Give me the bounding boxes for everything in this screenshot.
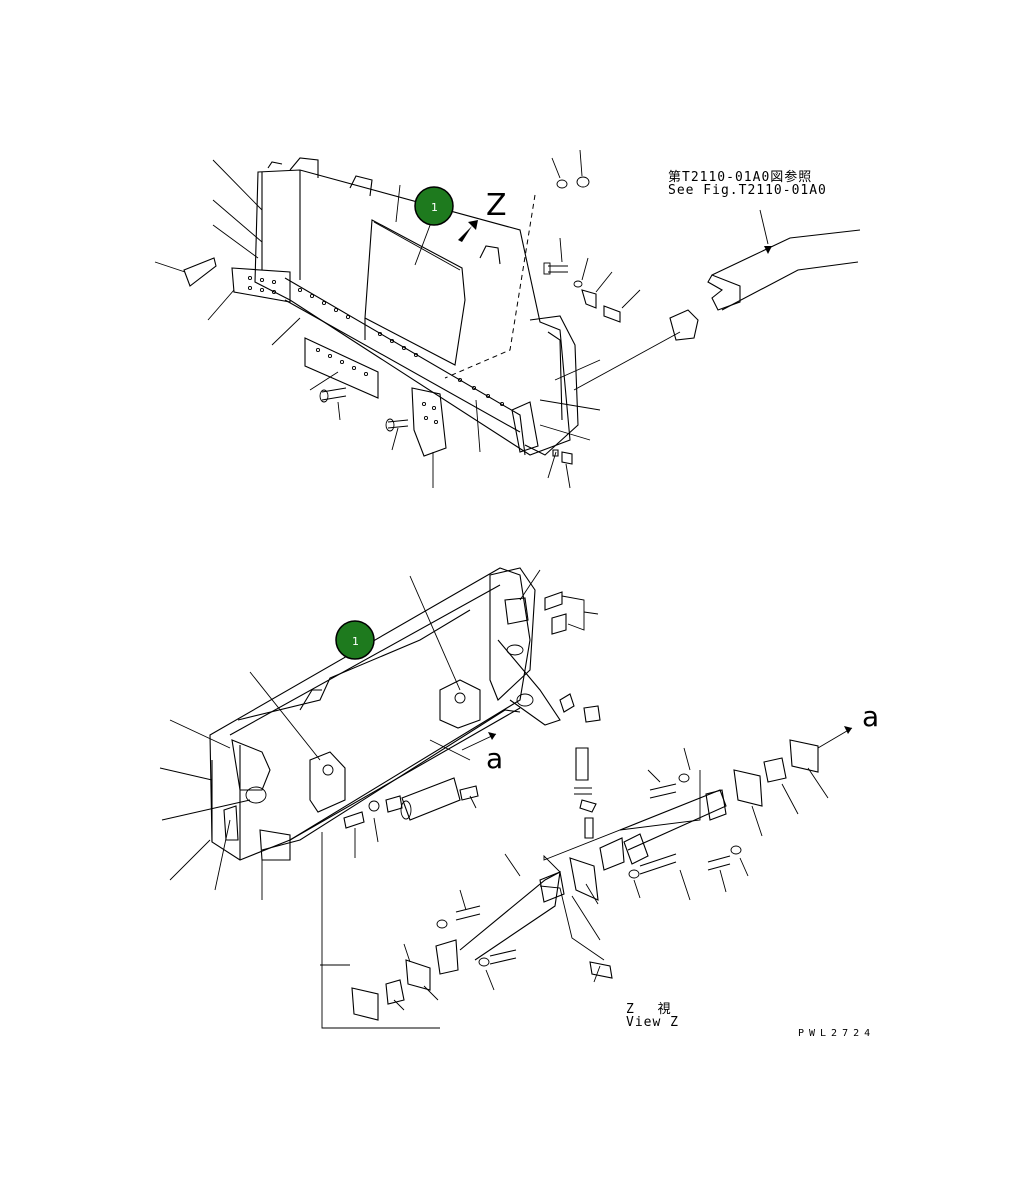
callout-number: 1: [352, 635, 359, 648]
callout-badge-1-lower[interactable]: 1: [335, 620, 375, 660]
view-letter-z: Z: [486, 188, 507, 223]
drawing-code: PWL2724: [798, 1028, 876, 1039]
upper-small-parts: [539, 149, 699, 489]
lower-small-parts: [343, 591, 829, 1021]
callout-number: 1: [431, 201, 438, 214]
view-letter-a-mid: a: [486, 742, 504, 775]
lift-cylinder-reference: [707, 209, 861, 311]
reference-jp: 第T2110-01A0図参照: [668, 170, 813, 185]
callout-badge-1-upper[interactable]: 1: [414, 186, 454, 226]
view-z-en: View Z: [626, 1015, 679, 1030]
view-letter-a-right: a: [862, 700, 880, 733]
upper-blade-assembly: [154, 149, 861, 489]
edge-bolt-holes: [297, 287, 505, 407]
view-z-jp: Z 視: [626, 1002, 679, 1017]
lower-blade-assembly: [159, 567, 853, 1029]
reference-en: See Fig.T2110-01A0: [668, 183, 827, 198]
